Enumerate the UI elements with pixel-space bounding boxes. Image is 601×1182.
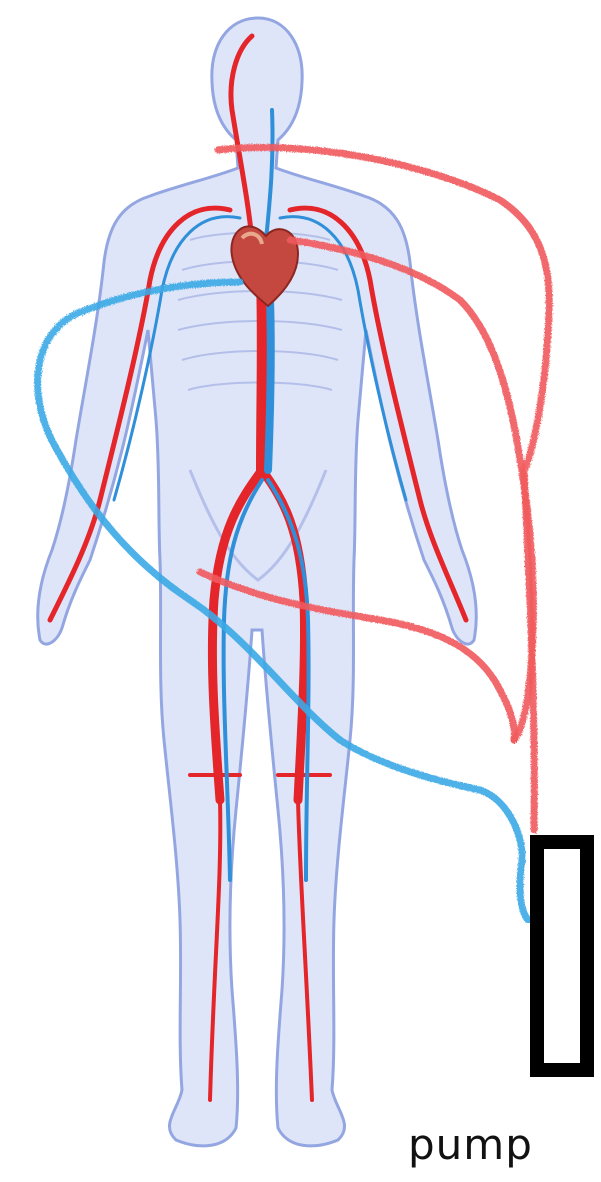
vena-cava — [268, 300, 271, 470]
body-silhouette — [38, 18, 477, 1146]
human-body-figure — [38, 18, 477, 1146]
pump-label: pump — [408, 1120, 533, 1169]
pump-box — [537, 842, 587, 1070]
aorta — [262, 280, 263, 470]
